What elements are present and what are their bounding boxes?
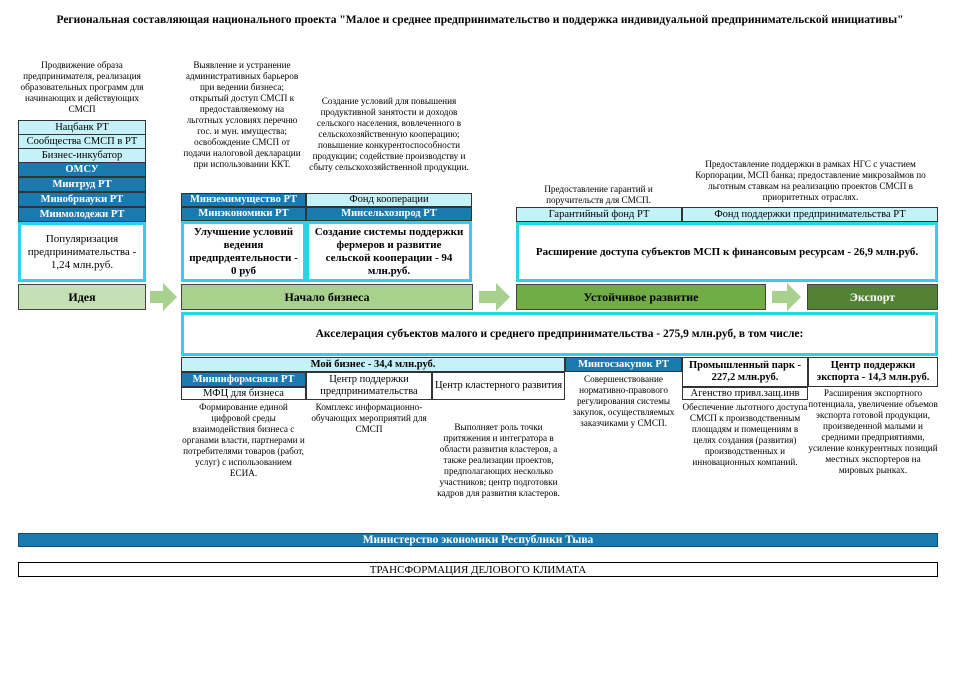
stage-idea: Идея	[18, 284, 146, 310]
arrow-right-icon	[150, 291, 164, 303]
org-minmolodezhi: Минмолодежи РТ	[18, 207, 146, 222]
desc-business-support: Комплекс информационно-обучающих меропри…	[311, 402, 427, 434]
desc-export: Расширения экспортного потенциала, увели…	[808, 388, 938, 475]
arrow-right-icon	[496, 283, 510, 311]
arrow-right-icon	[772, 291, 788, 303]
start-description-2: Создание условий для повышения продуктив…	[309, 96, 469, 172]
goal-popularization-text: Популяризация предпринимательства - 1,24…	[27, 232, 137, 271]
industrial-park: Промышленный парк - 227,2 млн.руб.	[682, 357, 808, 387]
org-natsbank: Нацбанк РТ	[18, 120, 146, 135]
goal-financial-access-text: Расширение доступа субъектов МСП к финан…	[535, 245, 919, 258]
acceleration-text: Акселерация субъектов малого и среднего …	[315, 327, 804, 340]
mfc-for-business: МФЦ для бизнеса	[181, 387, 306, 400]
moy-biznes: Мой бизнес - 34,4 млн.руб.	[181, 357, 565, 372]
idea-description: Продвижение образа предпринимателя, реал…	[20, 60, 144, 114]
goal-financial-access: Расширение доступа субъектов МСП к финан…	[516, 222, 938, 282]
goal-business-conditions: Улучшение условий ведения предпрдеятельн…	[181, 221, 306, 282]
org-omsu: ОМСУ	[18, 162, 146, 177]
transformation-bar: ТРАНСФОРМАЦИЯ ДЕЛОВОГО КЛИМАТА	[18, 562, 938, 577]
desc-cluster: Выполняет роль точки притяжения и интегр…	[437, 422, 560, 498]
sustain-description-1: Предоставление гарантий и поручительств …	[544, 184, 653, 205]
center-cluster-development: Центр кластерного развития	[432, 372, 565, 400]
org-soobschestva: Сообщества СМСП в РТ	[18, 134, 146, 149]
org-mingoszakupok: Мингосзакупок РТ	[565, 357, 682, 372]
stage-export: Экспорт	[807, 284, 938, 310]
desc-mfc: Формирование единой цифровой среды взаим…	[182, 402, 305, 478]
org-minekonomiki: Минэкономики РТ	[181, 207, 306, 221]
desc-zakupki: Совершенствование нормативно-правового р…	[572, 374, 675, 428]
org-mininformsvyazi: Мининформсвязи РТ	[181, 372, 306, 387]
export-support-center: Центр поддержки экспорта - 14,3 млн.руб.	[808, 357, 938, 387]
acceleration-box: Акселерация субъектов малого и среднего …	[181, 312, 938, 356]
org-mintrud: Минтруд РТ	[18, 177, 146, 192]
org-minselkhozprod: Минсельхозпрод РТ	[306, 207, 472, 221]
stage-start: Начало бизнеса	[181, 284, 473, 310]
arrow-right-icon	[479, 291, 497, 303]
arrow-right-icon	[163, 283, 177, 311]
org-guarantee-fund: Гарантийный фонд РТ	[516, 207, 682, 222]
goal-popularization: Популяризация предпринимательства - 1,24…	[18, 222, 146, 282]
goal-farmers-support-text: Создание системы поддержки фермеров и ра…	[314, 225, 464, 277]
page-title: Региональная составляющая национального …	[56, 14, 904, 26]
arrow-right-icon	[787, 283, 801, 311]
goal-farmers-support: Создание системы поддержки фермеров и ра…	[306, 221, 472, 282]
org-business-incubator: Бизнес-инкубатор	[18, 148, 146, 163]
start-description-1: Выявление и устранение административных …	[183, 60, 301, 169]
stage-sustain: Устойчивое развитие	[516, 284, 766, 310]
goal-business-conditions-text: Улучшение условий ведения предпрдеятельн…	[189, 225, 298, 277]
org-minobrnauki: Минобрнауки РТ	[18, 192, 146, 207]
sustain-description-2: Предоставление поддержки в рамках НГС с …	[695, 159, 926, 202]
center-business-support: Центр поддержки предпринимательства	[306, 372, 432, 400]
org-business-support-fund: Фонд поддержки предпринимательства РТ	[682, 207, 938, 222]
desc-industrial-park: Обеспечение льготного доступа СМСП к про…	[682, 402, 808, 467]
investment-agency: Агенство привл.защ.инв	[682, 387, 808, 400]
org-fond-kooperatsii: Фонд кооперации	[306, 193, 472, 207]
ministry-bar: Министерство экономики Республики Тыва	[18, 533, 938, 547]
org-minzemimuschestvo: Минземимущество РТ	[181, 193, 306, 207]
